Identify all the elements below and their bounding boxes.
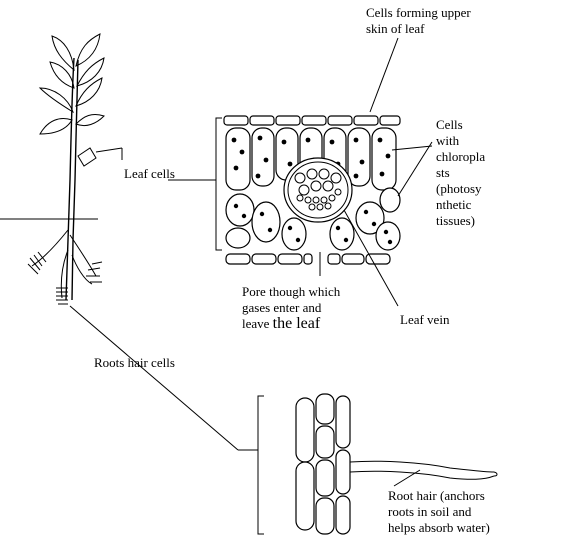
label-roots-hair-cells: Roots hair cells [94,355,175,370]
leader-chloroplast-1 [397,141,433,197]
leaf [51,35,75,72]
root [60,249,69,299]
leader-lines [69,37,433,487]
leaf [76,57,105,87]
label-leaf-cells: Leaf cells [124,166,175,181]
plant-illustration [0,33,105,305]
leaf-section-marker [77,147,97,167]
root-cells [295,393,351,535]
root-hair [349,470,495,480]
label-upper-skin-line2: skin of leaf [366,21,425,36]
label-root-hair-line2: roots in soil and [388,504,472,519]
leaf-cross-section [215,115,401,265]
label-pore: Pore though which gases enter and leave … [242,284,340,332]
leaf [75,77,103,107]
label-upper-skin: Cells forming upper skin of leaf [366,5,471,37]
label-chloroplast-line: chloropla [436,149,486,164]
root-hairs [27,251,103,305]
label-pore-line2: gases enter and [242,300,322,315]
root-hair [349,460,495,473]
label-leaf-vein: Leaf vein [400,312,450,327]
leaf [39,118,73,135]
label-pore-line1: Pore though which [242,284,341,299]
leader-chloroplast-2 [391,145,433,151]
leader-root-hair [393,469,421,487]
label-chloroplast: Cells with chloropla sts (photosy ntheti… [436,117,485,229]
label-pore-the-leaf: the leaf [272,315,321,332]
leader-upper-skin [369,37,399,113]
root-cells-bracket [257,395,264,535]
spongy-cells [225,187,401,251]
lower-epidermis [225,253,391,265]
leaf-vein [283,157,353,223]
leaf-cells-bracket [215,117,222,251]
leader-leaf-vein [343,209,399,307]
plant-stem-edge [71,59,79,301]
label-pore-leave: leave [242,316,270,331]
root-hair-cell-diagram [257,393,498,535]
label-pore-line3: leave the leaf [242,316,340,332]
label-chloroplast-line: sts [436,165,450,180]
label-chloroplast-line: (photosy [436,181,482,196]
label-chloroplast-line: nthetic [436,197,472,212]
label-upper-skin-line1: Cells forming upper [366,5,471,20]
leaf [75,113,105,127]
label-chloroplast-line: tissues) [436,213,475,228]
label-root-hair-line3: helps absorb water) [388,520,490,535]
leader-roots-hair-cells [69,305,239,451]
label-root-hair: Root hair (anchors roots in soil and hel… [388,488,490,536]
plant-stem [65,57,75,301]
root-hair-tip [493,471,498,477]
root [69,234,97,277]
leaf [75,33,101,67]
leaf [49,61,75,89]
label-chloroplast-line: with [436,133,460,148]
root [31,229,69,267]
leaf [38,87,74,114]
root [71,254,93,285]
leader-leaf-cells-plant [95,147,123,153]
upper-epidermis [223,115,401,126]
label-chloroplast-line: Cells [436,117,463,132]
label-root-hair-line1: Root hair (anchors [388,488,485,503]
